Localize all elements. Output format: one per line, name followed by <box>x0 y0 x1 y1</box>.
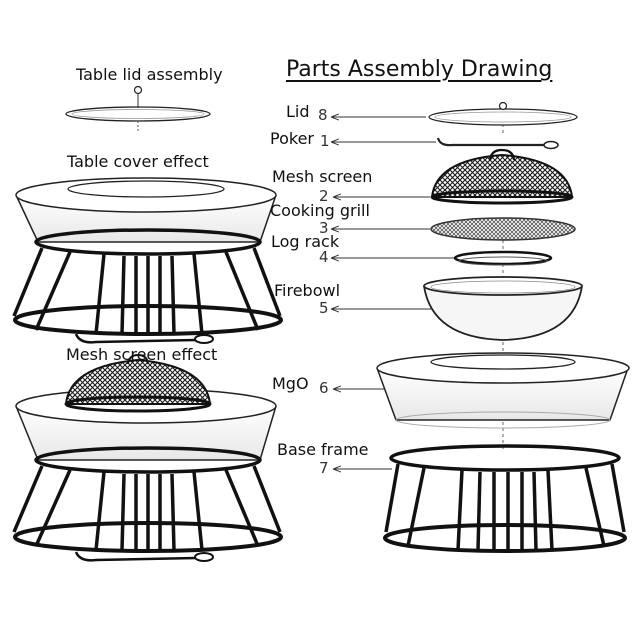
part-number-firebowl: 5 <box>319 299 329 317</box>
part-label-poker: Poker <box>270 129 314 148</box>
part-log-rack-drawing <box>453 250 553 266</box>
part-label-firebowl: Firebowl <box>274 281 341 300</box>
part-label-mesh-screen: Mesh screen <box>272 167 373 186</box>
part-label-cooking-grill: Cooking grill <box>270 201 370 220</box>
part-label-base-frame: Base frame <box>277 440 369 459</box>
part-poker-drawing <box>436 137 559 150</box>
callout-arrows <box>332 117 454 469</box>
part-base-frame-drawing <box>383 444 627 553</box>
view-label-table-lid: Table lid assembly <box>76 65 223 84</box>
part-mesh-screen-drawing <box>430 148 574 205</box>
table-lid-view <box>65 85 211 131</box>
diagram-title: Parts Assembly Drawing <box>286 57 553 82</box>
part-label-lid: Lid <box>286 102 310 121</box>
part-number-mesh-screen: 2 <box>319 187 329 205</box>
part-label-log-rack: Log rack <box>271 232 340 251</box>
view-label-table-cover: Table cover effect <box>67 152 209 171</box>
part-cooking-grill-drawing <box>430 217 576 241</box>
part-lid-drawing <box>428 101 578 126</box>
part-number-log-rack: 4 <box>319 248 329 266</box>
table-cover-view <box>12 177 283 344</box>
part-number-lid: 8 <box>318 106 328 124</box>
part-number-base-frame: 7 <box>319 459 329 477</box>
part-label-mgo: MgO <box>272 374 309 393</box>
part-firebowl-drawing <box>423 276 583 341</box>
part-number-mgo: 6 <box>319 379 329 397</box>
mesh-screen-view <box>12 353 283 562</box>
part-mgo-drawing <box>376 352 630 429</box>
part-number-cooking-grill: 3 <box>319 219 329 237</box>
view-label-mesh-screen: Mesh screen effect <box>66 345 218 364</box>
part-number-poker: 1 <box>320 132 330 150</box>
